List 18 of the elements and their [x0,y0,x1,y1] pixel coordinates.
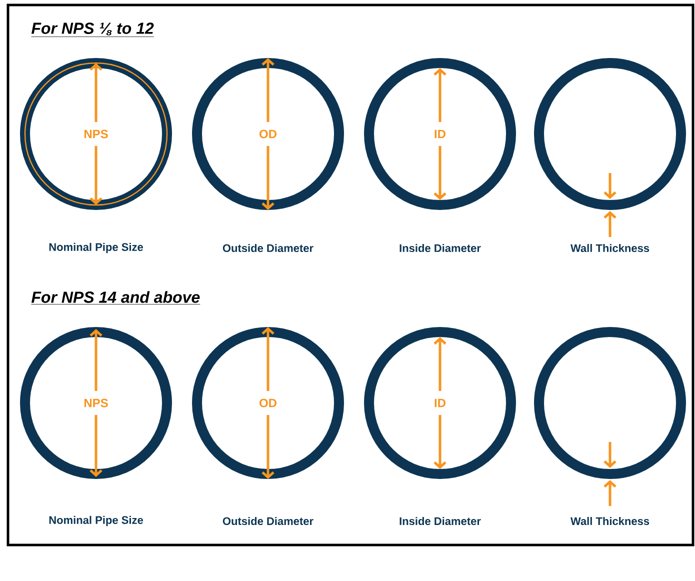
pipe-caption: Inside Diameter [400,244,481,252]
pipe-ring [534,327,686,479]
pipe-caption: Wall Thickness [570,516,650,526]
pipe-caption: Nominal Pipe Size [49,516,143,526]
pipe-ring: ID [364,58,516,210]
pipe-caption: Outside Diameter [222,516,314,526]
section-heading: For NPS ⅛ to 12 [31,22,154,37]
pipe-ring: NPS [20,327,172,479]
pipe-caption: Nominal Pipe Size [49,242,143,254]
pipe-caption: Wall Thickness [570,244,650,252]
pipe-ring: OD [192,58,344,210]
section-heading: For NPS 14 and above [31,291,200,304]
pipe-caption: Outside Diameter [222,244,314,252]
pipe-ring: NPS [20,58,172,210]
pipe-ring: OD [192,327,344,479]
pipe-ring [534,58,686,210]
pipe-caption: Inside Diameter [400,516,481,526]
pipe-ring: ID [364,327,516,479]
